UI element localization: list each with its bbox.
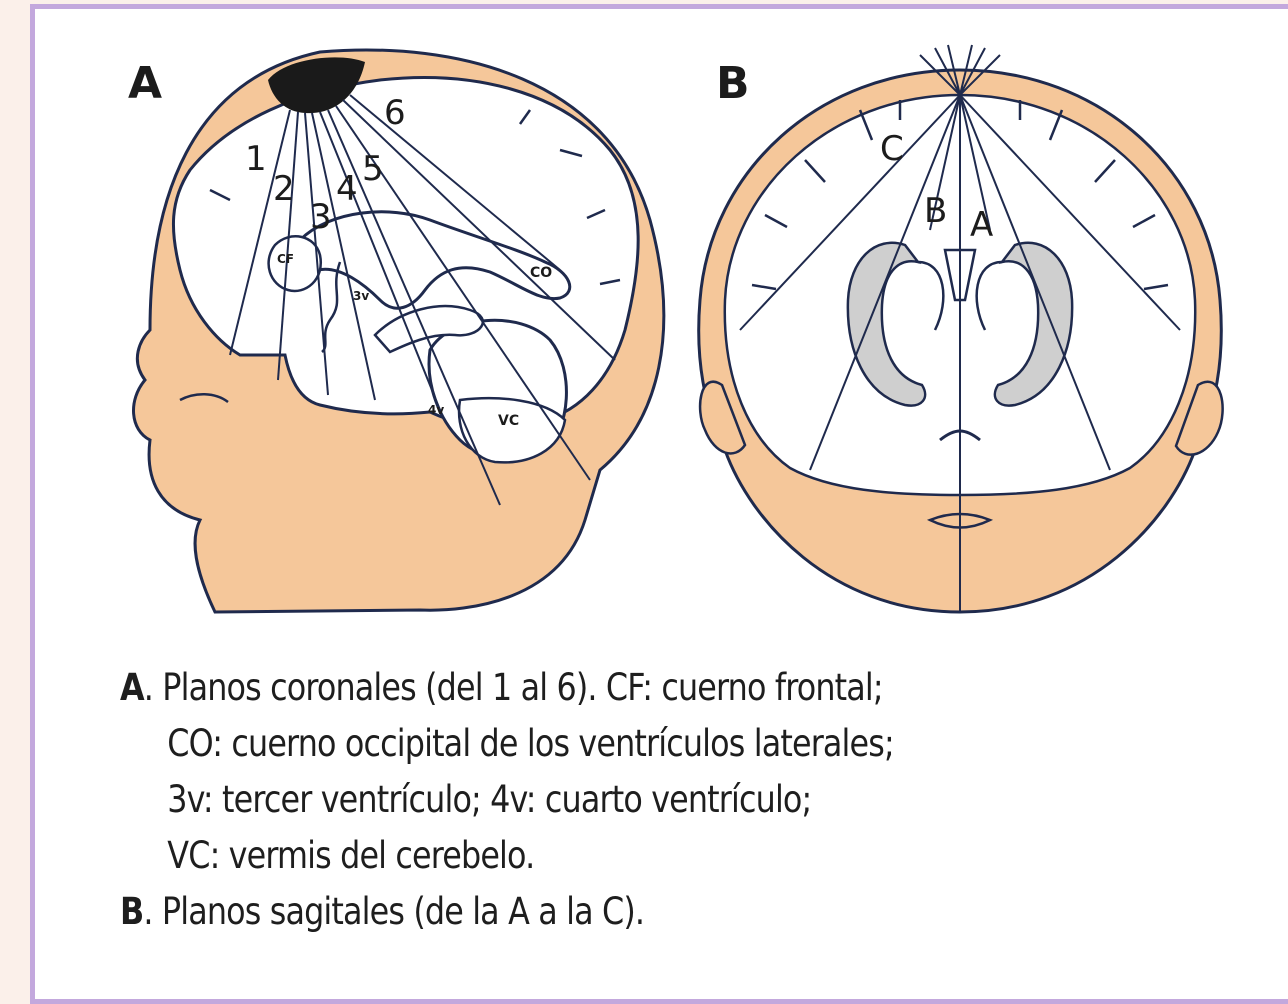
caption-a-text-1: . Planos coronales (del 1 al 6). CF: cue… [144, 666, 883, 709]
plane-number-6: 6 [384, 93, 406, 133]
ultrasound-planes-figure: 1 2 3 4 5 6 CF CO 3v 4v VC [0, 0, 1288, 650]
label-4v: 4v [428, 403, 444, 417]
panel-a-letter: A [128, 58, 162, 109]
caption-a-line-4: VC: vermis del cerebelo. [120, 828, 1066, 884]
plane-letter-b: B [924, 191, 947, 231]
caption-a-line-3: 3v: tercer ventrículo; 4v: cuarto ventrí… [120, 772, 1066, 828]
plane-number-2: 2 [273, 169, 295, 209]
plane-letter-a: A [970, 205, 993, 245]
caption-a-line-2: CO: cuerno occipital de los ventrículos … [120, 716, 1066, 772]
plane-number-3: 3 [310, 197, 332, 237]
plane-letter-c: C [880, 129, 904, 169]
label-co: CO [530, 265, 552, 281]
caption-a-key: A [120, 666, 144, 709]
label-cf: CF [277, 252, 294, 266]
caption-b-key: B [120, 890, 143, 933]
plane-number-5: 5 [362, 149, 384, 189]
panel-a-lateral-head: 1 2 3 4 5 6 CF CO 3v 4v VC [134, 50, 664, 612]
figure-caption: A. Planos coronales (del 1 al 6). CF: cu… [120, 660, 1066, 940]
label-vc: VC [498, 413, 519, 429]
caption-b-line-1: B. Planos sagitales (de la A a la C). [120, 884, 1066, 940]
caption-a-line-1: A. Planos coronales (del 1 al 6). CF: cu… [120, 660, 1066, 716]
panel-b-frontal-head: C B A [699, 45, 1223, 612]
label-3v: 3v [353, 289, 369, 303]
plane-number-1: 1 [245, 139, 267, 179]
caption-b-text-1: . Planos sagitales (de la A a la C). [143, 890, 644, 933]
panel-b-letter: B [716, 58, 750, 109]
plane-number-4: 4 [336, 169, 358, 209]
